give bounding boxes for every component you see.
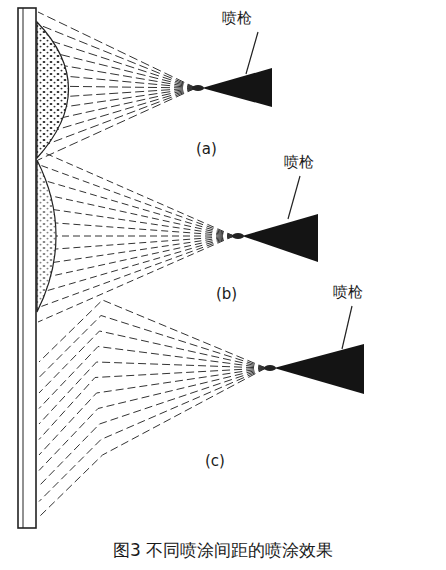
rebound-stroke <box>39 368 266 471</box>
gun-label: 喷枪 <box>222 9 252 27</box>
sub-figure-label: (b) <box>216 285 237 303</box>
spray-stroke <box>38 236 234 293</box>
rebound-stroke <box>39 368 266 440</box>
rebound-stroke <box>39 316 266 378</box>
rebound-stroke <box>39 362 266 424</box>
spray-stroke <box>38 236 234 250</box>
spray-stroke <box>38 150 234 236</box>
rebound-stroke <box>39 331 266 393</box>
rebound-stroke <box>39 368 266 517</box>
spray-stroke <box>38 222 234 236</box>
spray-stroke <box>38 164 234 236</box>
spray-gun-a <box>202 68 272 107</box>
figure-caption: 图3 不同喷涂间距的喷涂效果 <box>0 540 446 560</box>
coating-blob-b <box>37 160 56 312</box>
coating-blob-a <box>37 22 69 158</box>
nozzle-mist-a <box>192 85 204 91</box>
spray-stroke <box>38 236 234 265</box>
leader-line <box>342 306 352 349</box>
spray-stroke <box>38 236 234 322</box>
gun-label: 喷枪 <box>284 153 314 171</box>
spray-stroke <box>38 207 234 236</box>
gun-label: 喷枪 <box>333 283 363 301</box>
sub-figure-label: (c) <box>205 452 225 470</box>
spray-stroke <box>38 236 234 308</box>
leader-line <box>288 176 300 219</box>
leader-line <box>246 32 258 74</box>
rebound-stroke <box>39 368 266 502</box>
coating-blob-b-ground <box>37 160 56 312</box>
coating-blob-a-ground <box>37 22 69 158</box>
nozzle-mist-b <box>232 233 244 239</box>
spray-stroke <box>38 193 234 236</box>
spray-stroke <box>38 236 234 279</box>
nozzle-mist-c <box>264 365 276 371</box>
spray-gun-c <box>274 344 364 394</box>
sub-figure-label: (a) <box>196 140 217 158</box>
spray-stroke <box>38 236 234 237</box>
panel-inner-edge <box>23 8 24 528</box>
spray-stroke <box>38 179 234 236</box>
rebound-stroke <box>39 368 266 455</box>
spray-gun-b <box>242 214 318 262</box>
workpiece-panel <box>18 8 36 528</box>
rebound-stroke <box>39 347 266 409</box>
